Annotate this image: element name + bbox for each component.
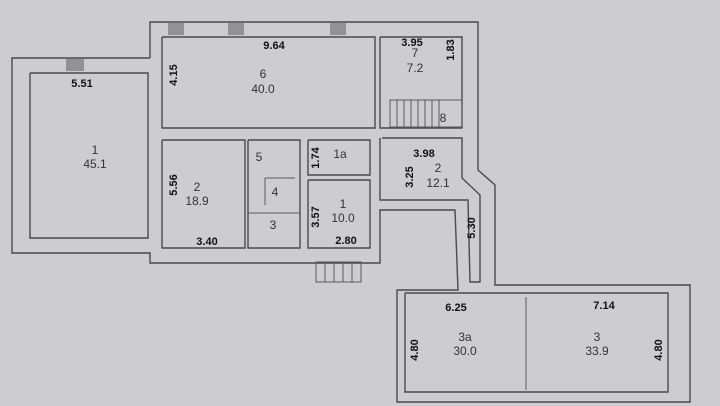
room-area: 7.2 — [407, 61, 424, 75]
room-number: 5 — [256, 150, 263, 164]
room-area: 10.0 — [331, 211, 355, 225]
dimension: 5.30 — [466, 217, 478, 238]
window-hatches — [66, 23, 346, 71]
room-number: 8 — [440, 111, 447, 125]
stairs — [315, 99, 463, 283]
dimension: 5.56 — [168, 174, 180, 195]
dimension: 9.64 — [263, 40, 285, 52]
dimension: 6.25 — [445, 302, 466, 314]
dimension: 3.98 — [413, 148, 434, 160]
room-area: 12.1 — [426, 176, 450, 190]
room-number: 1а — [333, 147, 347, 161]
dimension: 3.40 — [196, 236, 217, 248]
room-number: 2 — [194, 180, 201, 194]
dimension: 3.95 — [401, 37, 422, 49]
dimension: 1.83 — [445, 39, 457, 60]
dimension: 4.80 — [653, 339, 665, 360]
room-number: 3 — [594, 330, 601, 344]
dimension: 3.57 — [310, 206, 322, 227]
room-number: 1 — [340, 197, 347, 211]
dimension: 4.80 — [409, 339, 421, 360]
room-number: 1 — [92, 143, 99, 157]
room-number: 3 — [270, 218, 277, 232]
room-number: 3а — [458, 330, 472, 344]
dimension: 5.51 — [71, 78, 92, 90]
dimension: 2.80 — [335, 235, 356, 247]
dimension: 1.74 — [310, 146, 322, 168]
dimension: 7.14 — [593, 300, 615, 312]
room-area: 45.1 — [83, 157, 107, 171]
room-number: 6 — [260, 67, 267, 81]
room-area: 30.0 — [453, 344, 477, 358]
room-area: 33.9 — [585, 344, 609, 358]
dimension: 4.15 — [168, 64, 180, 85]
room-number: 7 — [412, 46, 419, 60]
room-area: 40.0 — [251, 82, 275, 96]
room-area: 18.9 — [185, 194, 209, 208]
room-number: 4 — [272, 185, 279, 199]
room-number: 2 — [435, 161, 442, 175]
dimension: 3.25 — [404, 166, 416, 187]
walls — [11, 21, 691, 403]
